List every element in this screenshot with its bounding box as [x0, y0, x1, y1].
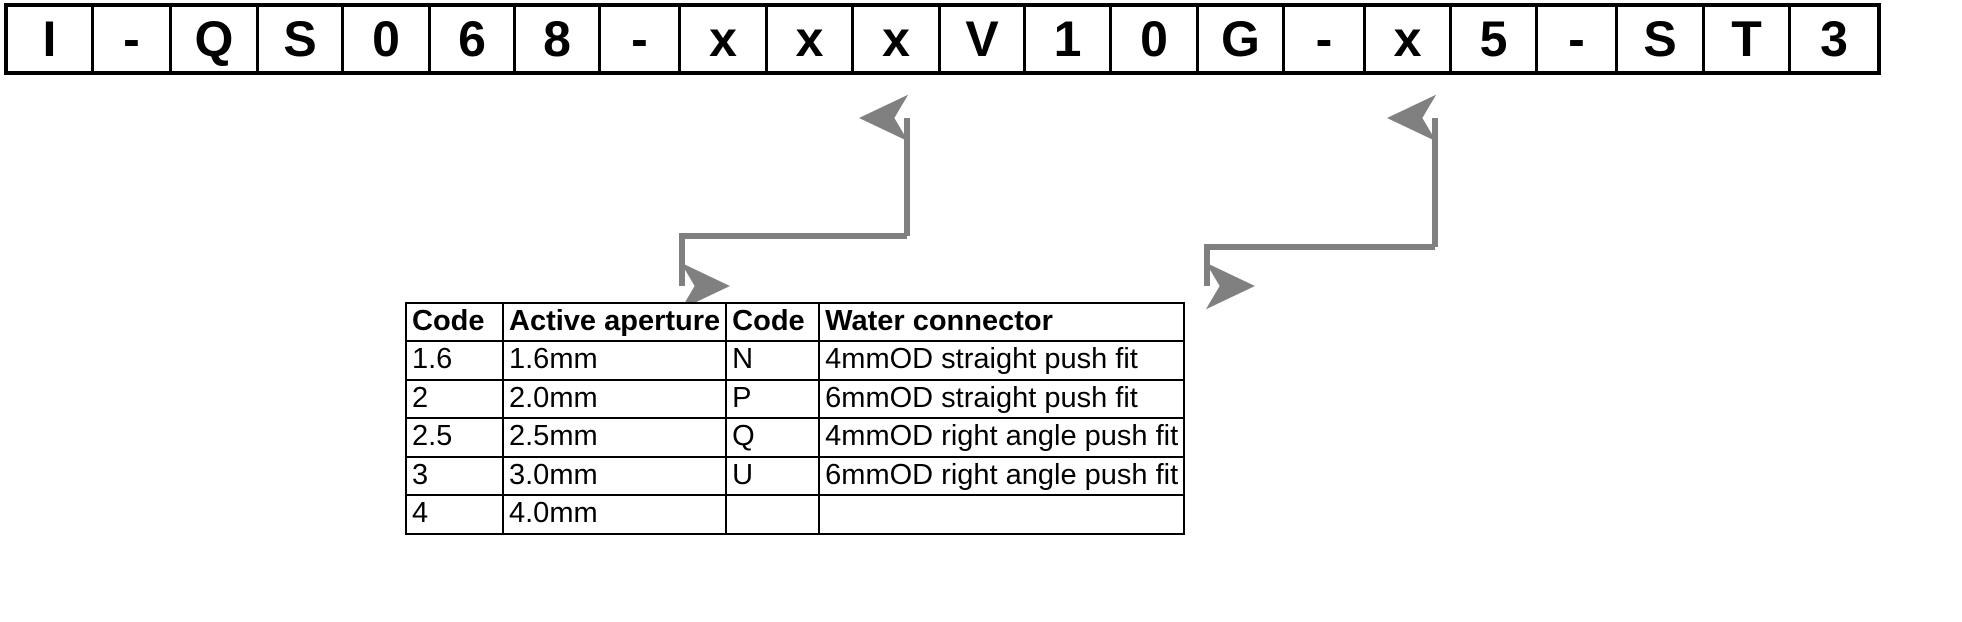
- code-cell: x: [1366, 7, 1452, 71]
- cell-code-aperture: 4: [405, 494, 504, 535]
- cell-water-connector: 6mmOD right angle push fit: [818, 455, 1186, 497]
- cell-active-aperture: 4.0mm: [501, 494, 728, 535]
- header-code-water: Code: [725, 301, 821, 343]
- code-cell: -: [1538, 7, 1618, 71]
- cell-code-aperture: 3: [405, 455, 504, 497]
- cell-water-connector: 4mmOD straight push fit: [818, 340, 1186, 381]
- code-cell: T: [1705, 7, 1791, 71]
- callout-active-aperture-arrow: [679, 94, 910, 310]
- table-row: 3 3.0mm U 6mmOD right angle push fit: [405, 455, 1186, 497]
- callout-water-connector-arrow: [1204, 94, 1438, 310]
- code-cell: x: [768, 7, 854, 71]
- cell-code-aperture: 2.5: [405, 417, 504, 458]
- table-row: 4 4.0mm: [405, 494, 1186, 535]
- code-cell: I: [8, 7, 94, 71]
- options-table-body: 1.6 1.6mm N 4mmOD straight push fit 2 2.…: [405, 340, 1186, 535]
- table-row: 2 2.0mm P 6mmOD straight push fit: [405, 378, 1186, 420]
- cell-active-aperture: 2.0mm: [501, 378, 728, 420]
- cell-code-water: P: [725, 378, 821, 420]
- cell-active-aperture: 2.5mm: [501, 417, 728, 458]
- cell-code-water: [725, 494, 821, 535]
- cell-code-aperture: 2: [405, 378, 504, 420]
- options-table-head: Code Active aperture Code Water connecto…: [405, 301, 1186, 343]
- code-cell: V: [941, 7, 1026, 71]
- code-cell: -: [1285, 7, 1366, 71]
- code-cell: 0: [1112, 7, 1199, 71]
- code-cell: 0: [344, 7, 431, 71]
- table-row: 2.5 2.5mm Q 4mmOD right angle push fit: [405, 417, 1186, 458]
- header-code-aperture: Code: [405, 301, 504, 343]
- cell-code-water: Q: [725, 417, 821, 458]
- code-cell: 1: [1026, 7, 1112, 71]
- code-cell: 8: [516, 7, 601, 71]
- header-water-connector: Water connector: [818, 301, 1186, 343]
- table-row: 1.6 1.6mm N 4mmOD straight push fit: [405, 340, 1186, 381]
- code-cell: x: [681, 7, 768, 71]
- cell-water-connector: 6mmOD straight push fit: [818, 378, 1186, 420]
- header-active-aperture: Active aperture: [501, 301, 728, 343]
- cell-code-aperture: 1.6: [405, 340, 504, 381]
- code-cell: G: [1199, 7, 1285, 71]
- cell-active-aperture: 1.6mm: [501, 340, 728, 381]
- cell-active-aperture: 3.0mm: [501, 455, 728, 497]
- code-cell: -: [601, 7, 681, 71]
- code-cell: 3: [1791, 7, 1877, 71]
- cell-code-water: N: [725, 340, 821, 381]
- code-cell: 5: [1452, 7, 1538, 71]
- code-cell: Q: [172, 7, 259, 71]
- options-table: Code Active aperture Code Water connecto…: [405, 301, 1186, 535]
- code-cell: 6: [431, 7, 516, 71]
- code-cell: S: [259, 7, 344, 71]
- code-cell: x: [854, 7, 941, 71]
- code-cell: S: [1618, 7, 1705, 71]
- cell-code-water: U: [725, 455, 821, 497]
- cell-water-connector: 4mmOD right angle push fit: [818, 417, 1186, 458]
- code-cell: -: [94, 7, 172, 71]
- table-header-row: Code Active aperture Code Water connecto…: [405, 301, 1186, 343]
- cell-water-connector: [818, 494, 1186, 535]
